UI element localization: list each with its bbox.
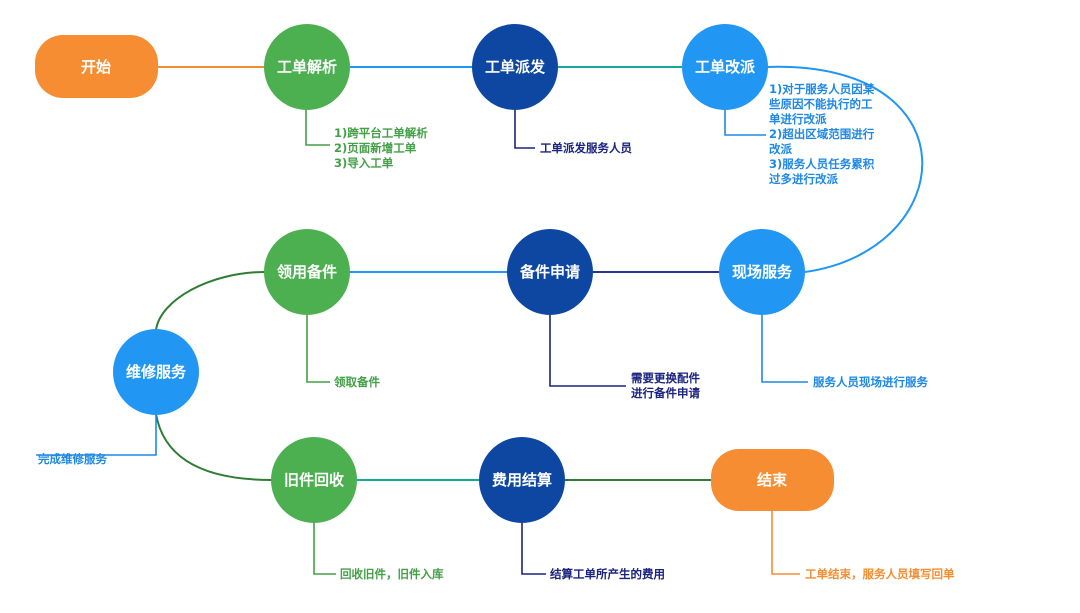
note-recycle: 回收旧件，旧件入库: [340, 567, 444, 581]
leader-dispatch: [514, 110, 535, 149]
note-reassign-line: 改派: [769, 142, 792, 156]
node-reassign-label: 工单改派: [695, 58, 756, 76]
note-parts_apply-line: 进行备件申请: [631, 386, 700, 400]
leader-partsget: [306, 315, 330, 383]
connectors: [155, 65, 924, 481]
node-dispatch[interactable]: 工单派发: [472, 24, 558, 110]
connector-partsget-repair: [155, 271, 266, 331]
note-recycle-line: 回收旧件，旧件入库: [340, 567, 444, 581]
node-parse-shape: [264, 24, 350, 110]
connector-repair-recycle: [155, 413, 273, 481]
node-recycle-label: 旧件回收: [284, 471, 344, 489]
leader-end: [771, 511, 800, 575]
node-parts-apply-shape: [507, 229, 593, 315]
node-repair-label: 维修服务: [126, 363, 187, 381]
node-parts-get[interactable]: 领用备件: [264, 229, 350, 315]
leader-repair: [36, 414, 157, 456]
node-reassign-shape: [682, 24, 768, 110]
node-parts-apply[interactable]: 备件申请: [507, 229, 593, 315]
node-recycle-shape: [271, 437, 357, 523]
note-onsite: 服务人员现场进行服务: [813, 375, 928, 389]
node-onsite-shape: [719, 229, 805, 315]
node-parse-label: 工单解析: [277, 58, 337, 76]
node-repair-shape: [113, 329, 199, 415]
leader-recycle: [313, 523, 336, 575]
note-reassign-line: 过多进行改派: [769, 172, 838, 186]
node-start-label: 开始: [81, 58, 111, 76]
node-repair[interactable]: 维修服务: [113, 329, 199, 415]
leader-partsapply: [549, 315, 626, 387]
note-reassign-line: 些原因不能执行的工: [769, 97, 873, 111]
note-reassign-line: 2)超出区域范围进行: [769, 127, 875, 141]
note-parts_get-line: 领取备件: [333, 375, 380, 389]
note-onsite-line: 服务人员现场进行服务: [813, 375, 928, 389]
node-settle-label: 费用结算: [492, 471, 552, 489]
note-settle: 结算工单所产生的费用: [549, 567, 665, 581]
node-start-shape: [35, 35, 158, 98]
node-onsite[interactable]: 现场服务: [719, 229, 805, 315]
node-end-label: 结束: [757, 471, 788, 489]
note-reassign-line: 单进行改派: [769, 112, 827, 126]
node-recycle[interactable]: 旧件回收: [271, 437, 357, 523]
note-repair: 完成维修服务: [38, 452, 107, 466]
note-parts-get: 领取备件: [333, 375, 380, 389]
connector-reassign-onsite: [766, 65, 924, 273]
note-end-line: 工单结束，服务人员填写回单: [805, 567, 955, 581]
node-start[interactable]: 开始: [35, 35, 158, 98]
note-end: 工单结束，服务人员填写回单: [805, 567, 955, 581]
note-settle-line: 结算工单所产生的费用: [549, 567, 665, 581]
node-dispatch-shape: [472, 24, 558, 110]
node-parts-get-shape: [264, 229, 350, 315]
node-onsite-label: 现场服务: [732, 263, 793, 281]
note-dispatch: 工单派发服务人员: [540, 141, 632, 155]
note-parse-line: 3)导入工单: [334, 156, 394, 170]
node-settle-shape: [479, 437, 565, 523]
node-reassign[interactable]: 工单改派: [682, 24, 768, 110]
node-dispatch-label: 工单派发: [485, 58, 546, 76]
node-end[interactable]: 结束: [711, 449, 834, 511]
note-repair-line: 完成维修服务: [38, 452, 107, 466]
node-parts-apply-label: 备件申请: [519, 263, 580, 281]
node-settle[interactable]: 费用结算: [479, 437, 565, 523]
leader-onsite: [761, 315, 808, 383]
node-parts-get-label: 领用备件: [276, 263, 337, 281]
note-reassign-line: 1)对于服务人员因某: [769, 82, 875, 96]
node-end-shape: [711, 449, 834, 511]
leader-reassign: [724, 110, 766, 136]
note-parts-apply: 需要更换配件进行备件申请: [631, 371, 700, 400]
note-dispatch-line: 工单派发服务人员: [540, 141, 632, 155]
note-reassign-line: 3)服务人员任务累积: [769, 157, 875, 171]
leader-settle: [521, 523, 546, 575]
node-parse[interactable]: 工单解析: [264, 24, 350, 110]
note-parse-line: 2)页面新增工单: [334, 141, 417, 155]
note-parts_apply-line: 需要更换配件: [631, 371, 700, 385]
annotation-leaders: [36, 110, 808, 575]
note-parse-line: 1)跨平台工单解析: [334, 126, 428, 140]
leader-parse: [305, 110, 330, 146]
